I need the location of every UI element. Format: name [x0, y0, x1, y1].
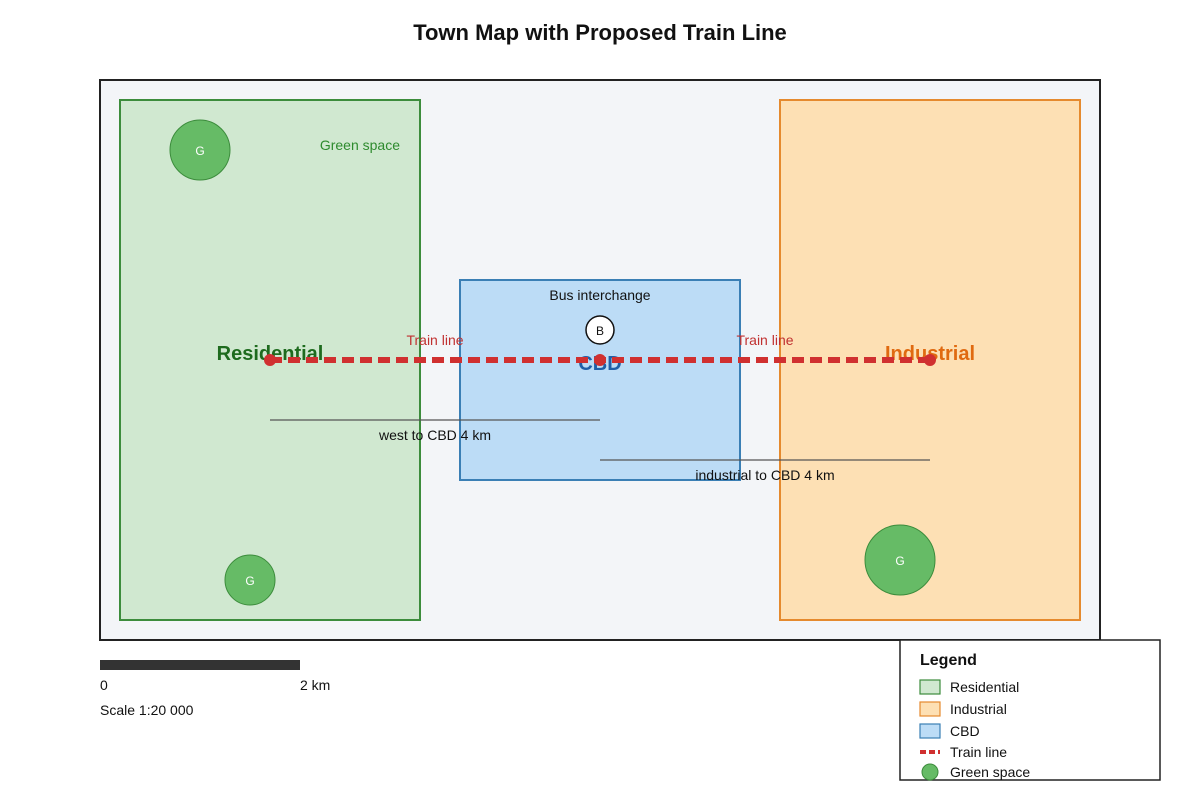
legend-item-green-space: Green space [950, 764, 1030, 780]
green-space-marker: G [895, 554, 904, 568]
legend-box [899, 639, 1161, 781]
legend-item-residential: Residential [950, 679, 1019, 695]
scale-ratio-label: Scale 1:20 000 [100, 702, 194, 718]
green-space-residential-top: G [169, 119, 231, 181]
train-line-label-right: Train line [736, 332, 793, 348]
green-space-industrial: G [864, 524, 936, 596]
cbd-zone [459, 279, 741, 481]
legend-title: Legend [920, 652, 977, 669]
west-distance-label: west to CBD 4 km [378, 427, 491, 443]
green-space-residential-bottom: G [224, 554, 276, 606]
legend-item-train-line: Train line [950, 744, 1007, 760]
bus-interchange-icon: B [585, 315, 615, 345]
station-cbd [594, 354, 606, 366]
green-space-swatch [921, 763, 939, 781]
bus-interchange-label: Bus interchange [549, 287, 650, 303]
scale-bar [100, 660, 300, 670]
scale-start-label: 0 [100, 677, 108, 693]
residential-swatch [919, 679, 941, 695]
bus-marker: B [596, 324, 604, 338]
train-line-label-left: Train line [406, 332, 463, 348]
station-industrial [924, 354, 936, 366]
scale-end-label: 2 km [300, 677, 330, 693]
green-space-marker: G [245, 574, 254, 588]
legend-item-cbd: CBD [950, 723, 980, 739]
station-residential [264, 354, 276, 366]
industrial-swatch [919, 701, 941, 717]
map-title: Town Map with Proposed Train Line [413, 20, 787, 45]
legend: Legend Residential Industrial CBD Train … [899, 639, 1161, 781]
green-space-label: Green space [320, 137, 400, 153]
green-space-marker: G [195, 144, 204, 158]
legend-item-industrial: Industrial [950, 701, 1007, 717]
cbd-swatch [919, 723, 941, 739]
industrial-distance-label: industrial to CBD 4 km [695, 467, 834, 483]
